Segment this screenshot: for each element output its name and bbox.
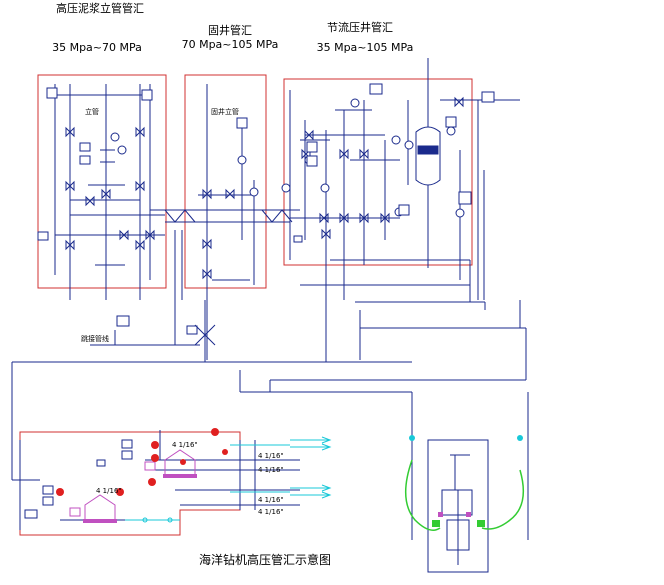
- cementing-manifold-pressure: 70 Mpa~105 MPa: [181, 38, 279, 51]
- pipe-size-label: 4 1/16": [258, 452, 284, 460]
- pump-bases: [83, 474, 197, 523]
- choke-kill-manifold-pressure: 35 Mpa~105 MPa: [316, 41, 414, 54]
- derrick-connectors: [432, 512, 485, 527]
- lower-pump-frame: [19, 431, 241, 536]
- standpipe-manifold-title: 高压泥浆立管管汇: [56, 2, 144, 15]
- piping: [11, 58, 529, 573]
- cementing-manifold-frame: [184, 74, 267, 289]
- pump-panel-icons: [24, 439, 133, 519]
- pipe-size-label: 4 1/16": [172, 441, 198, 449]
- instrument-boxes: [37, 83, 495, 335]
- pressure-gauges: [110, 98, 465, 218]
- standpipe-manifold-pressure: 35 Mpa~70 MPa: [52, 41, 142, 54]
- section-frames: [19, 74, 473, 536]
- pipe-size-label: 4 1/16": [258, 496, 284, 504]
- pipe-size-label: 4 1/16": [258, 466, 284, 474]
- jumper-line-label: 跳接管线: [81, 335, 109, 343]
- mud-gas-separator: [415, 126, 441, 186]
- derrick-hose-fittings: [409, 435, 523, 441]
- pump-status-lamps: [56, 428, 228, 496]
- suction-arrows: [125, 436, 332, 523]
- kelly-hoses: [404, 459, 525, 531]
- standpipe-manifold-frame: [37, 74, 167, 289]
- choke-kill-manifold-title: 节流压井管汇: [327, 21, 393, 34]
- standpipe-label: 立管: [85, 108, 99, 116]
- cementing-standpipe-label: 固井立管: [211, 108, 239, 116]
- valve-symbols: [65, 96, 464, 280]
- pipe-size-label: 4 1/16": [96, 487, 122, 495]
- mud-pump-units: [69, 449, 196, 521]
- hose-crossover: [164, 209, 293, 346]
- cementing-manifold-title: 固井管汇: [208, 24, 252, 37]
- choke-kill-manifold-frame: [283, 78, 473, 266]
- pipe-size-label: 4 1/16": [258, 508, 284, 516]
- diagram-caption: 海洋钻机高压管汇示意图: [198, 553, 331, 567]
